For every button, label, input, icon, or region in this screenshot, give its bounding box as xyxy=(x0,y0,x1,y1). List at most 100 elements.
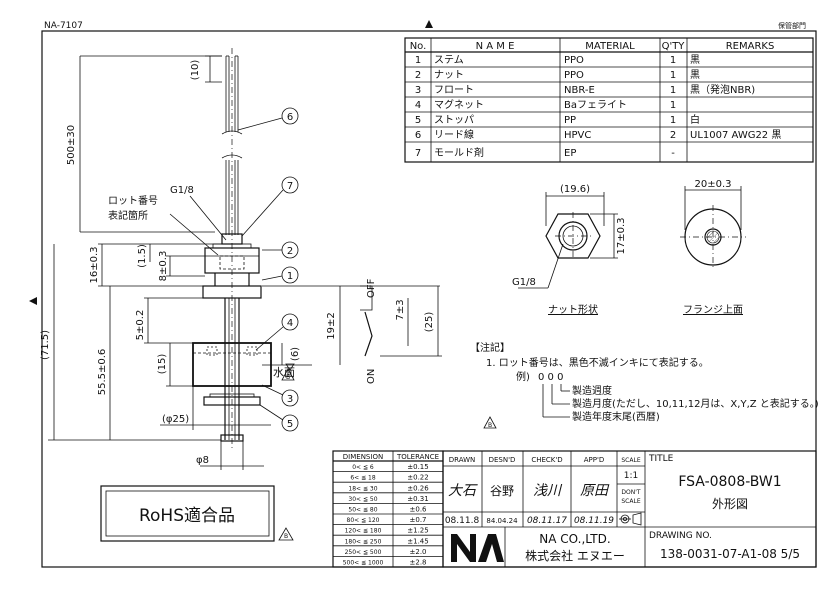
dim-float-top: 5±0.2 xyxy=(135,310,146,341)
notes-example-label: 例) xyxy=(516,370,530,383)
notes-item-week: 製造週度 xyxy=(572,384,612,397)
parts-cell: EP xyxy=(564,148,576,159)
title-main: FSA-0808-BW1 xyxy=(678,474,781,490)
dim-switch-total: (25) xyxy=(424,312,435,333)
switch-off-label: OFF xyxy=(366,278,377,298)
parts-cell: 1 xyxy=(670,115,676,126)
nut-width-dim: (19.6) xyxy=(560,184,590,195)
parts-cell: 2 xyxy=(670,130,676,141)
tolerance-cell: ±0.26 xyxy=(407,484,429,492)
dim-stem-diameter: φ8 xyxy=(196,455,209,466)
balloon xyxy=(281,389,299,407)
parts-cell: リード線 xyxy=(434,128,474,141)
parts-cell: 6 xyxy=(415,130,421,141)
checkd-date: 08.11.17 xyxy=(527,516,567,526)
tolerance-cell: ±2.8 xyxy=(410,559,427,567)
thread-label: G1/8 xyxy=(170,185,194,196)
flange-view-caption: フランジ上面 xyxy=(683,304,743,316)
flange-view: 20±0.3 フランジ上面 xyxy=(680,179,746,316)
dim-lead-top: (10) xyxy=(190,60,201,81)
flange-width-dim: 20±0.3 xyxy=(694,179,731,190)
desnd-date: 84.04.24 xyxy=(486,517,518,525)
tolerance-cell: ±0.6 xyxy=(410,506,428,514)
tolerance-cell: 180< ≦ 250 xyxy=(345,538,382,545)
parts-header-material: MATERIAL xyxy=(585,41,635,52)
doc-code: NA-7107 xyxy=(44,21,83,31)
notes-item-month: 製造月度(ただし、10,11,12月は、X,Y,Z と表記する。) xyxy=(572,397,819,410)
balloon-label: 5 xyxy=(287,419,293,430)
nut-view-caption: ナット形状 xyxy=(548,303,598,316)
rohs-label: RoHS適合品 xyxy=(139,506,235,526)
parts-header-name: N A M E xyxy=(476,41,515,52)
dim-nut-top: (1.5) xyxy=(137,244,148,268)
parts-cell: 白 xyxy=(690,113,700,126)
parts-cell: HPVC xyxy=(564,130,591,141)
parts-cell: Baフェライト xyxy=(564,99,627,111)
nut-view: (19.6) 17±0.3 G1/8 ナット形状 xyxy=(512,184,627,316)
notes-line-1: 1. ロット番号は、黒色不滅インキにて表記する。 xyxy=(486,356,709,369)
dim-gap: (6) xyxy=(290,347,301,361)
parts-cell: ナット xyxy=(434,69,464,81)
rohs-revision-label: B xyxy=(284,533,288,540)
balloon-label: 6 xyxy=(287,112,293,123)
title-block: DRAWN DESN'D CHECK'D APP'D SCALE 大石 谷野 浅… xyxy=(442,450,817,568)
parts-cell: 1 xyxy=(670,70,676,81)
notes-revision-icon xyxy=(483,416,497,429)
notes-heading: 【注記】 xyxy=(470,341,510,354)
lot-number-label-2: 表記箇所 xyxy=(108,209,148,222)
parts-cell: 黒（発泡NBR) xyxy=(690,83,755,96)
title-col-scale: SCALE xyxy=(621,457,640,464)
tolerance-cell: ±1.25 xyxy=(407,527,428,535)
title-sub: 外形図 xyxy=(712,497,748,511)
drawn-date: 08.11.8 xyxy=(445,516,480,526)
tolerance-cell: 0< ≦ 6 xyxy=(352,464,374,471)
main-view: 水面 (10) 500±30 (71.5) 16±0.3 (1.5) 8±0.3… xyxy=(40,48,442,470)
drawing-number: 138-0031-07-A1-08 5/5 xyxy=(660,547,800,561)
parts-cell: 4 xyxy=(415,100,421,111)
balloon xyxy=(281,414,299,432)
top-center-mark xyxy=(425,20,433,28)
tolerance-cell: ±0.7 xyxy=(410,516,427,524)
parts-cell: PP xyxy=(564,115,576,126)
dim-lead-length: 500±30 xyxy=(66,125,77,165)
parts-cell: 7 xyxy=(415,148,421,159)
parts-cell: UL1007 AWG22 黒 xyxy=(690,129,781,141)
na-logo-icon xyxy=(451,534,504,562)
tolerance-cell: ±0.22 xyxy=(407,474,428,482)
balloon-label: 4 xyxy=(287,318,293,329)
checkd-signature: 浅川 xyxy=(533,483,563,499)
title-col-desnd: DESN'D xyxy=(489,456,516,464)
parts-table: No. N A M E MATERIAL Q'TY REMARKS 1 ステム … xyxy=(404,37,814,163)
title-col-drawn: DRAWN xyxy=(449,456,476,464)
notes-item-year: 製造年度末尾(西暦) xyxy=(572,410,660,423)
balloon xyxy=(281,313,299,331)
projection-symbol-icon xyxy=(619,512,642,526)
tolerance-cell: ±1.45 xyxy=(407,537,428,545)
company-name-jp: 株式会社 エヌエー xyxy=(525,548,625,563)
nut-height-dim: 17±0.3 xyxy=(616,217,627,254)
parts-cell: モールド剤 xyxy=(434,146,484,159)
balloon-label: 1 xyxy=(287,271,293,282)
tolerance-cell: 18< ≦ 30 xyxy=(348,485,377,492)
switch-on-label: ON xyxy=(366,369,377,384)
title-col-appd: APP'D xyxy=(584,456,605,464)
tolerance-cell: 250< ≦ 500 xyxy=(345,549,382,556)
notes-example-code: 0 0 0 xyxy=(538,372,563,383)
revision-mark-icon xyxy=(281,368,295,381)
parts-cell: 黒 xyxy=(690,69,700,81)
parts-cell: マグネット xyxy=(434,98,484,111)
rohs-revision-icon xyxy=(278,527,294,541)
parts-cell: NBR-E xyxy=(564,85,595,96)
balloon xyxy=(281,241,299,259)
dim-float-diameter: (φ25) xyxy=(162,414,189,425)
dont-scale-1: DON'T xyxy=(621,489,640,496)
parts-cell: 1 xyxy=(670,100,676,111)
balloon xyxy=(281,266,299,284)
dim-nut-mid: 8±0.3 xyxy=(158,251,169,282)
tolerance-cell: 30< ≦ 50 xyxy=(348,496,377,503)
tolerance-header-dim: DIMENSION xyxy=(343,453,383,461)
parts-cell: 1 xyxy=(670,85,676,96)
drawing-number-label: DRAWING NO. xyxy=(649,531,712,541)
balloon xyxy=(281,176,299,194)
